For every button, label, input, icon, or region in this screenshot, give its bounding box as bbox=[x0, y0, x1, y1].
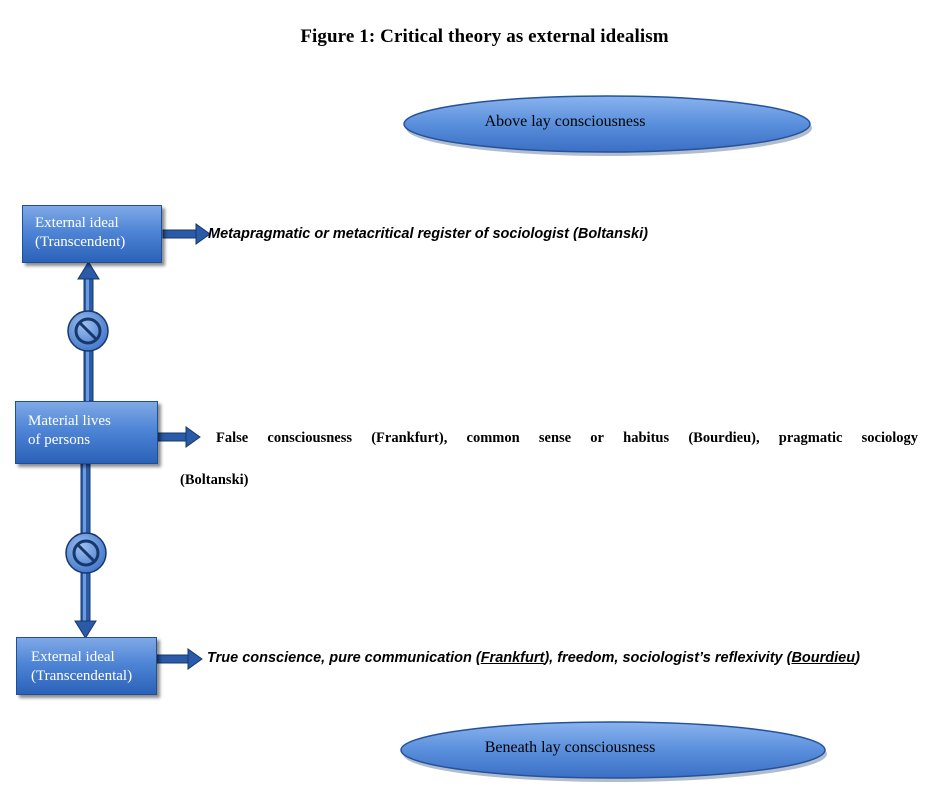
note-true-conscience: True conscience, pure communication (Fra… bbox=[207, 650, 860, 666]
note-word: pragmatic bbox=[778, 430, 843, 446]
no-entry-icon bbox=[67, 310, 109, 352]
note-word: sense bbox=[538, 430, 572, 446]
box-line: External ideal bbox=[35, 215, 119, 231]
link-bourdieu[interactable]: Bourdieu bbox=[791, 650, 856, 666]
note-part: True conscience, pure communication ( bbox=[207, 650, 481, 666]
note-word: sociology bbox=[861, 430, 918, 446]
figure-title: Figure 1: Critical theory as external id… bbox=[300, 26, 669, 47]
ellipse-label-beneath: Beneath lay consciousness bbox=[484, 739, 656, 756]
right-arrow-icon bbox=[157, 426, 201, 448]
note-metapragmatic: Metapragmatic or metacritical register o… bbox=[208, 226, 648, 242]
no-entry-icon bbox=[65, 532, 107, 574]
box-external-ideal-transcendent: External ideal (Transcendent) bbox=[22, 205, 162, 263]
note-line: False consciousness (Frankfurt), common … bbox=[216, 430, 918, 447]
ellipse-label-above: Above lay consciousness bbox=[484, 113, 646, 130]
note-word: (Frankfurt), bbox=[371, 430, 448, 446]
box-external-ideal-transcendental: External ideal (Transcendental) bbox=[16, 637, 157, 695]
note-word: common bbox=[466, 430, 520, 446]
note-part: ) bbox=[855, 650, 860, 666]
box-line: External ideal bbox=[31, 649, 115, 665]
note-part: ), freedom, sociologist’s reflexivity ( bbox=[544, 650, 792, 666]
box-line: (Transcendental) bbox=[31, 668, 133, 684]
box-line: (Transcendent) bbox=[35, 234, 126, 250]
note-word: habitus bbox=[623, 430, 670, 446]
box-line: Material lives bbox=[28, 413, 111, 429]
note-word: consciousness bbox=[267, 430, 353, 446]
ellipse-above-lay-consciousness bbox=[403, 95, 812, 156]
note-false-consciousness: False consciousness (Frankfurt), common … bbox=[216, 430, 918, 447]
note-word: or bbox=[590, 430, 604, 446]
link-frankfurt[interactable]: Frankfurt bbox=[480, 650, 545, 666]
box-line: of persons bbox=[28, 432, 91, 448]
note-word: False bbox=[216, 430, 249, 446]
box-material-lives: Material lives of persons bbox=[15, 401, 158, 464]
note-boltanski-line: (Boltanski) bbox=[180, 472, 249, 488]
right-arrow-icon bbox=[156, 648, 203, 670]
right-arrow-icon bbox=[162, 223, 211, 245]
note-word: (Bourdieu), bbox=[688, 430, 760, 446]
ellipse-beneath-lay-consciousness bbox=[400, 721, 827, 782]
